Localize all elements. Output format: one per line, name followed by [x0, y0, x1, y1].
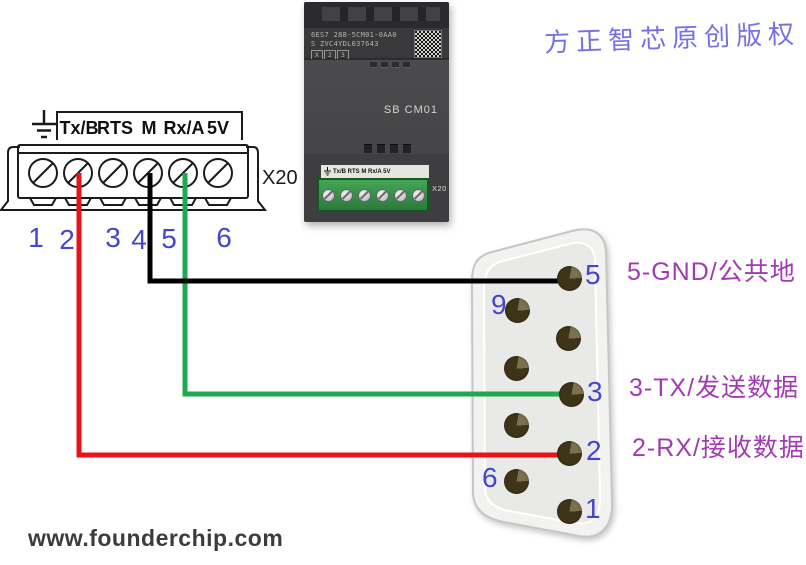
module-bumps [370, 62, 410, 68]
module-serial-number: S ZVC4YDL037643 [311, 39, 379, 48]
annotation-tx: 3-TX/发送数据 [629, 374, 800, 402]
module-bottom: Tx/B RTS M Rx/A 5V X20 [304, 154, 449, 222]
datamatrix-code [414, 30, 442, 58]
module-x20-label: X20 [432, 184, 447, 193]
bump [403, 62, 410, 68]
db9-pin-label-5: 5 [585, 259, 601, 290]
db9-pin-7 [504, 413, 529, 438]
db9-pin-6 [504, 469, 529, 494]
bump [381, 62, 388, 68]
annotation-rx: 2-RX/接收数据 [632, 434, 805, 462]
terminal-number-4: 4 [131, 224, 147, 255]
terminal-number-1: 1 [28, 222, 44, 253]
earth-ground-icon [324, 167, 331, 176]
version-box-2: 2 [324, 49, 336, 60]
indicator [390, 144, 398, 153]
strip-label-text: Tx/B RTS M Rx/A 5V [333, 168, 391, 175]
screw [357, 188, 371, 202]
rx-wire-red [76, 173, 568, 458]
terminal-face [17, 144, 249, 199]
signal-label-m: M [142, 118, 157, 138]
module-terminal-strip-label: Tx/B RTS M Rx/A 5V [321, 165, 429, 178]
terminal-number-6: 6 [216, 222, 232, 253]
db9-pin-label-3: 3 [587, 376, 603, 407]
module-green-terminal [317, 178, 429, 212]
screw [411, 188, 425, 202]
signal-label-rts: RTS [97, 118, 133, 138]
module-body: SB CM01 [304, 59, 449, 155]
sb-cm01-module-photo: 6ES7 288-5CM01-0AA0 S ZVC4YDL037643 X 2 … [304, 2, 449, 222]
module-nameplate: 6ES7 288-5CM01-0AA0 S ZVC4YDL037643 X 2 … [311, 31, 397, 60]
indicator [377, 144, 385, 153]
module-indicators [364, 144, 411, 153]
db9-pin-label-1: 1 [585, 493, 601, 524]
module-label-zone: 6ES7 288-5CM01-0AA0 S ZVC4YDL037643 X 2 … [304, 28, 449, 60]
label-bracket [56, 111, 243, 140]
terminal-left-flange [0, 146, 20, 211]
db9-pin-2 [557, 441, 582, 466]
x20-connector-label: X20 [262, 167, 298, 189]
terminal-signal-labels: Tx/B RTS M Rx/A 5V [59, 118, 229, 138]
screw [321, 188, 335, 202]
indicator [364, 144, 372, 153]
vent-slots [322, 7, 440, 21]
bump [370, 62, 377, 68]
db9-pin-9 [505, 298, 530, 323]
gnd-wire-black [147, 173, 570, 284]
module-version-row: X 2 3 [311, 49, 397, 60]
terminal-right-flange [246, 146, 268, 211]
terminal-number-5: 5 [161, 223, 177, 254]
signal-label-5v: 5V [207, 118, 229, 138]
earth-ground-icon [32, 110, 56, 139]
signal-label-rxa: Rx/A [163, 118, 204, 138]
db9-pin-label-6: 6 [482, 462, 498, 493]
screw [339, 188, 353, 202]
wires [76, 173, 573, 458]
bump [392, 62, 399, 68]
version-box-3: 3 [337, 49, 349, 60]
db9-pin-4 [556, 326, 581, 351]
module-order-number: 6ES7 288-5CM01-0AA0 [311, 31, 397, 39]
terminal-block-drawing [0, 110, 268, 211]
website-url: www.founderchip.com [28, 525, 284, 551]
screw [393, 188, 407, 202]
terminal-number-2: 2 [59, 224, 75, 255]
indicator [403, 144, 411, 153]
db9-pin-5 [557, 266, 582, 291]
terminal-screws [28, 158, 233, 188]
version-box-x: X [311, 49, 323, 60]
db9-pin-1 [557, 499, 582, 524]
db9-pin-8 [504, 356, 529, 381]
module-model-name: SB CM01 [383, 104, 438, 116]
annotation-gnd: 5-GND/公共地 [627, 258, 796, 286]
terminal-pin-numbers: 1 2 3 4 5 6 [28, 222, 232, 255]
db9-pin-label-9: 9 [491, 289, 507, 320]
tx-wire-green [182, 173, 573, 397]
module-top-cap [304, 2, 449, 28]
terminal-number-3: 3 [105, 222, 121, 253]
screw [375, 188, 389, 202]
db9-pin-3 [559, 382, 584, 407]
db9-pin-label-2: 2 [586, 435, 602, 466]
signal-label-txb: Tx/B [59, 118, 98, 138]
